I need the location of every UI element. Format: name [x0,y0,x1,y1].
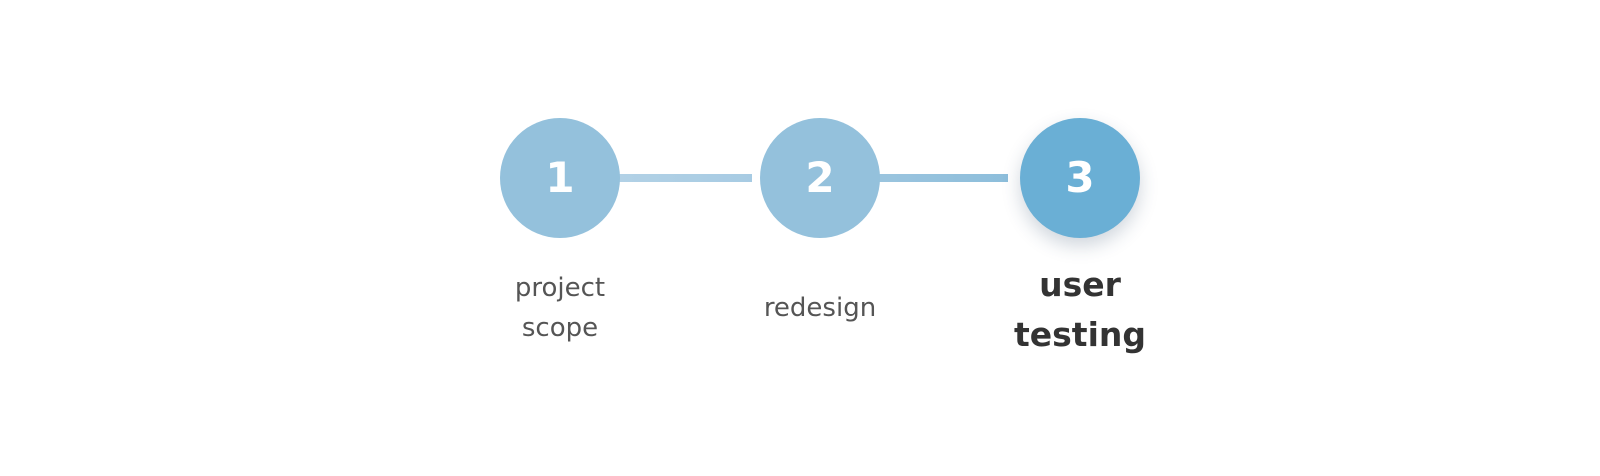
step-project-scope[interactable]: 1 project scope [500,118,620,343]
step-user-testing[interactable]: 3 user testing [1014,118,1146,354]
step-number-badge: 2 [760,118,880,238]
step-number-badge: 3 [1020,118,1140,238]
step-label: user testing [1014,265,1146,354]
step-label: project scope [514,273,606,343]
step-connector-2-3 [864,174,1008,182]
step-connector-1-2 [604,174,752,182]
step-label: redesign [763,293,877,323]
step-number-badge: 1 [500,118,620,238]
step-redesign[interactable]: 2 redesign [760,118,880,323]
